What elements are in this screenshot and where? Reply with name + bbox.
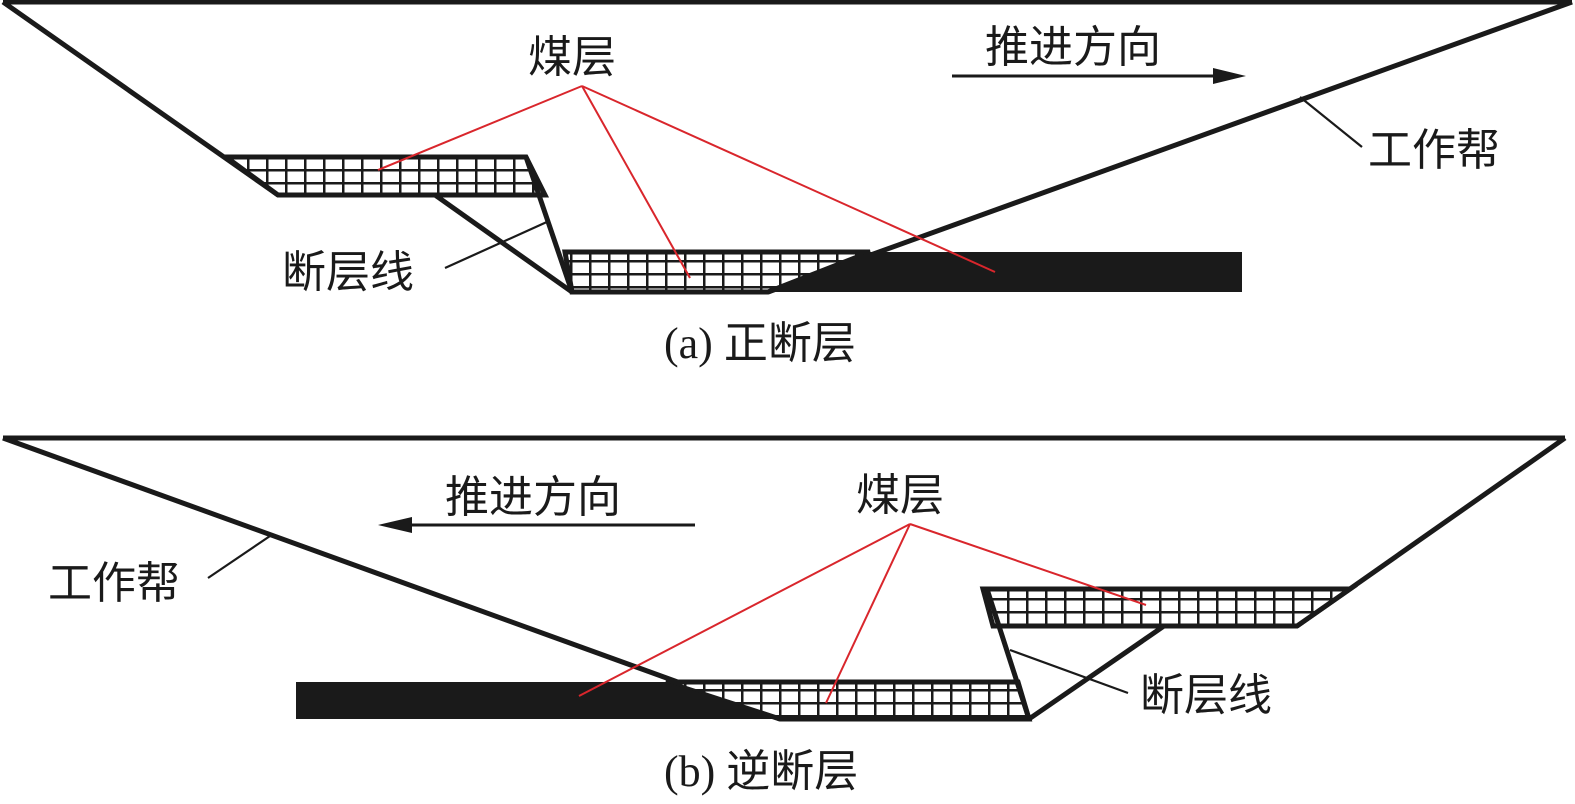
leader-coal-3-b	[909, 523, 1147, 606]
leader-fault-b	[1009, 648, 1129, 695]
label-advance-direction-b: 推进方向	[445, 472, 621, 523]
leader-working-face-a	[1299, 96, 1363, 148]
working-face-a	[767, 0, 1573, 295]
label-working-face-a: 工作帮	[1368, 125, 1500, 176]
label-fault-line-a: 断层线	[282, 247, 414, 298]
leader-coal-1-a	[377, 85, 583, 171]
working-face-b	[2, 435, 781, 722]
label-coal-seam-a: 煤层	[528, 32, 616, 83]
leader-fault-a	[444, 219, 550, 270]
leader-coal-2-a	[581, 85, 691, 279]
bench-slope-a	[433, 192, 574, 295]
arrow-right-icon	[1213, 68, 1246, 84]
caption-b: (b) 逆断层	[664, 747, 858, 796]
bench-slope-b	[1027, 623, 1166, 722]
leader-coal-3-a	[581, 85, 996, 273]
arrow-left-icon	[378, 517, 412, 533]
leader-working-face-b	[207, 535, 271, 579]
leader-coal-1-b	[578, 523, 911, 697]
leader-coal-2-b	[825, 523, 911, 704]
coal-seam-upper-a	[218, 154, 550, 198]
label-coal-seam-b: 煤层	[856, 470, 944, 521]
panel-b-reverse-fault: 煤层 推进方向 工作帮 断层线 (b) 逆断层	[2, 435, 1567, 796]
fault-line-b	[984, 588, 1032, 720]
caption-a: (a) 正断层	[664, 319, 856, 368]
coal-seam-solid-a	[768, 252, 1242, 292]
coal-seam-solid-b	[296, 682, 780, 719]
fault-line-a	[523, 156, 575, 293]
coal-seam-upper-b	[979, 586, 1358, 629]
label-working-face-b: 工作帮	[48, 558, 180, 609]
panel-a-normal-fault: 煤层 推进方向 工作帮 断层线 (a) 正断层	[1, 0, 1573, 368]
label-advance-direction-a: 推进方向	[985, 22, 1161, 73]
label-fault-line-b: 断层线	[1140, 670, 1272, 721]
